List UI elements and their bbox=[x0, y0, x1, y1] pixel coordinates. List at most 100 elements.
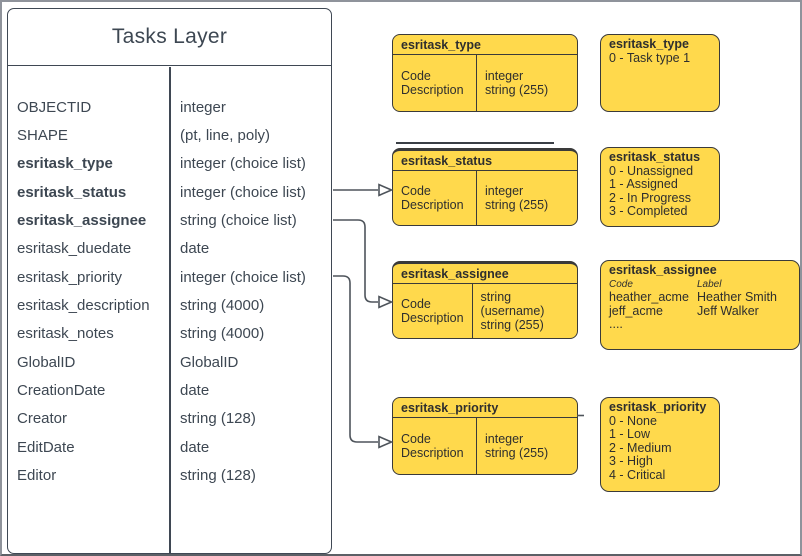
domain-item: 3 - Completed bbox=[609, 204, 688, 219]
lookup-field: Code bbox=[401, 184, 431, 198]
lookup-field-column: Code Description bbox=[393, 55, 477, 111]
field-name: esritask_type bbox=[17, 155, 113, 173]
lookup-type: string (255) bbox=[485, 83, 549, 97]
field-name: OBJECTID bbox=[17, 98, 92, 116]
domain-item: 0 - Unassigned bbox=[609, 163, 694, 178]
field-row-esritask-notes: esritask_notes string (4000) bbox=[8, 320, 331, 348]
column-header-label: Label bbox=[697, 278, 722, 290]
field-type: string (4000) bbox=[180, 325, 265, 343]
field-row-esritask-status: esritask_status integer (choice list) bbox=[8, 178, 331, 206]
lookup-field: Description bbox=[401, 83, 464, 97]
lookup-table-esritask-type: esritask_type Code Description integer s… bbox=[392, 34, 578, 112]
lookup-field-column: Code Description bbox=[393, 284, 473, 338]
field-name: GlobalID bbox=[17, 353, 76, 371]
field-row-esritask-description: esritask_description string (4000) bbox=[8, 291, 331, 319]
field-type: integer (choice list) bbox=[180, 155, 306, 173]
field-name: EditDate bbox=[17, 438, 75, 456]
domain-title: esritask_priority bbox=[609, 400, 707, 414]
connector-priority bbox=[333, 275, 378, 443]
lookup-type: integer bbox=[485, 69, 524, 83]
domain-title: esritask_type bbox=[609, 37, 689, 51]
lookup-type: string (username) bbox=[480, 290, 545, 318]
column-header-code: Code bbox=[609, 278, 633, 290]
field-type: string (choice list) bbox=[180, 212, 297, 230]
lookup-type-column: integer string (255) bbox=[477, 55, 556, 111]
lookup-type: integer bbox=[485, 432, 524, 446]
lookup-field-column: Code Description bbox=[393, 171, 477, 225]
field-name: SHAPE bbox=[17, 127, 68, 145]
lookup-field: Description bbox=[401, 311, 464, 325]
domain-item: 2 - Medium bbox=[609, 440, 672, 455]
field-type: string (128) bbox=[180, 467, 256, 485]
field-type: date bbox=[180, 240, 210, 258]
lookup-title: esritask_type bbox=[393, 35, 577, 55]
assignee-code: heather_acme bbox=[609, 290, 689, 305]
domain-box-esritask-status: esritask_status 0 - Unassigned 1 - Assig… bbox=[600, 147, 720, 227]
domain-title: esritask_status bbox=[609, 150, 701, 164]
lookup-type: string (255) bbox=[485, 446, 549, 460]
field-type: string (128) bbox=[180, 410, 256, 428]
lookup-type: string (255) bbox=[485, 198, 549, 212]
lookup-type: integer bbox=[485, 184, 524, 198]
lookup-table-esritask-assignee: esritask_assignee Code Description strin… bbox=[392, 261, 578, 339]
connector-assignee bbox=[333, 219, 378, 303]
lookup-body: Code Description string (username) strin… bbox=[393, 284, 577, 338]
domain-ellipsis: .... bbox=[609, 317, 623, 332]
open-arrowhead-icon bbox=[378, 295, 394, 309]
lookup-title: esritask_status bbox=[393, 151, 577, 171]
field-type: integer bbox=[180, 98, 226, 116]
open-arrowhead-icon bbox=[378, 183, 394, 197]
field-row-esritask-priority: esritask_priority integer (choice list) bbox=[8, 263, 331, 291]
lookup-body: Code Description integer string (255) bbox=[393, 171, 577, 225]
field-type: integer (choice list) bbox=[180, 183, 306, 201]
domain-assignee-grid: Code Label heather_acme Heather Smith je… bbox=[609, 278, 791, 319]
lookup-field: Code bbox=[401, 297, 431, 311]
lookup-field-column: Code Description bbox=[393, 418, 477, 474]
domain-box-esritask-type: esritask_type 0 - Task type 1 bbox=[600, 34, 720, 112]
field-name: esritask_notes bbox=[17, 325, 114, 343]
domain-item: 1 - Low bbox=[609, 427, 650, 442]
lookup-field: Code bbox=[401, 69, 431, 83]
field-row-creationdate: CreationDate date bbox=[8, 376, 331, 404]
field-name: esritask_description bbox=[17, 297, 150, 315]
lookup-field: Description bbox=[401, 198, 464, 212]
field-name: CreationDate bbox=[17, 382, 106, 400]
lookup-type-column: string (username) string (255) bbox=[473, 284, 577, 338]
lookup-field: Description bbox=[401, 446, 464, 460]
domain-item: 3 - High bbox=[609, 454, 653, 469]
tasks-layer-field-list: OBJECTID integer SHAPE (pt, line, poly) es… bbox=[8, 66, 331, 490]
domain-box-esritask-priority: esritask_priority 0 - None 1 - Low 2 - M… bbox=[600, 397, 720, 492]
field-row-esritask-type: esritask_type integer (choice list) bbox=[8, 150, 331, 178]
field-name: Editor bbox=[17, 467, 57, 485]
assignee-code: jeff_acme bbox=[609, 303, 663, 318]
lookup-table-esritask-status: esritask_status Code Description integer… bbox=[392, 148, 578, 226]
domain-item: 0 - Task type 1 bbox=[609, 50, 691, 65]
lookup-type-column: integer string (255) bbox=[477, 171, 556, 225]
domain-item: 4 - Critical bbox=[609, 467, 666, 482]
field-row-editor: Editor string (128) bbox=[8, 461, 331, 489]
field-type: string (4000) bbox=[180, 297, 265, 315]
lookup-title: esritask_priority bbox=[393, 398, 577, 418]
lookup-type: string (255) bbox=[480, 318, 544, 332]
field-name: esritask_status bbox=[17, 183, 127, 201]
field-row-globalid: GlobalID GlobalID bbox=[8, 348, 331, 376]
lookup-table-esritask-priority: esritask_priority Code Description integ… bbox=[392, 397, 578, 475]
tasks-layer-title: Tasks Layer bbox=[8, 9, 331, 66]
field-row-shape: SHAPE (pt, line, poly) bbox=[8, 121, 331, 149]
field-type: date bbox=[180, 382, 210, 400]
field-type: integer (choice list) bbox=[180, 268, 306, 286]
domain-item: 2 - In Progress bbox=[609, 190, 691, 205]
field-type: (pt, line, poly) bbox=[180, 127, 271, 145]
domain-title: esritask_assignee bbox=[609, 263, 717, 277]
field-name: esritask_priority bbox=[17, 268, 123, 286]
column-divider bbox=[169, 66, 171, 553]
domain-item: 0 - None bbox=[609, 413, 657, 428]
domain-item: 1 - Assigned bbox=[609, 177, 678, 192]
lookup-title: esritask_assignee bbox=[393, 264, 577, 284]
field-row-objectid: OBJECTID integer bbox=[8, 93, 331, 121]
field-type: GlobalID bbox=[180, 353, 239, 371]
